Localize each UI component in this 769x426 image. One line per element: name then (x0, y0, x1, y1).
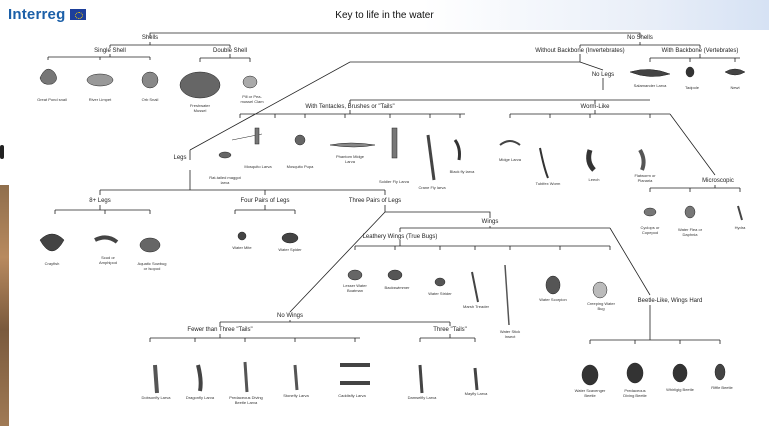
caption-great-pond-snail: Great Pond snail (37, 98, 67, 103)
caption-diving-beetle-larva: Predaceous Diving Beetle Larva (228, 396, 264, 405)
caption-caddisfly: Caddisfly Larva (337, 394, 367, 399)
caption-crayfish: Crayfish (38, 262, 66, 267)
caption-crane-fly: Crane Fly larva (417, 186, 447, 191)
caption-backswimmer: Backswimmer (380, 286, 414, 291)
caption-mosquito-larva: Mosquito Larva (243, 165, 273, 170)
caption-stonefly: Stonefly Larva (281, 394, 311, 399)
caption-water-scavenger: Water Scavenger Beetle (574, 389, 606, 398)
caption-water-mite: Water Mite (227, 246, 257, 251)
caption-marsh-treader: Marsh Treader (462, 305, 490, 310)
caption-phantom-midge: Phantom Midge Larva (332, 155, 368, 164)
caption-whirligig: Whirligig Beetle (665, 388, 695, 393)
caption-pea-clam: Pill or Pea-mussel Clam (236, 95, 268, 104)
caption-dragonfly: Dragonfly Larva (185, 396, 215, 401)
caption-riffle-beetle: Riffle Beetle (709, 386, 735, 391)
caption-hydra: Hydra (730, 226, 750, 231)
caption-soldier-fly: Soldier Fly Larva (379, 180, 409, 185)
caption-predaceous-beetle: Predaceous Diving Beetle (619, 389, 651, 398)
caption-tadpole: Tadpole (678, 86, 706, 91)
caption-water-stick: Water Stick Insect (495, 330, 525, 339)
caption-tubifex: Tubifex Worm (535, 182, 561, 187)
caption-creeping-water-bug: Creeping Water Bug (585, 302, 617, 311)
caption-water-flea: Water Flea or Daphnia (675, 228, 705, 237)
caption-damselfly: Damselfly Larva (407, 396, 437, 401)
caption-newt: Newt (722, 86, 748, 91)
caption-black-fly: Black fly larva (447, 170, 477, 175)
caption-midge-larva: Midge Larva (495, 158, 525, 163)
caption-river-limpet: River Limpet (85, 98, 115, 103)
caption-mayfly: Mayfly Larva (462, 392, 490, 397)
caption-dobsonfly: Dobsonfly Larva (141, 396, 171, 401)
caption-rat-tailed-maggot: Rat-tailed maggot larva (207, 176, 243, 185)
caption-scud: Scud or Amphipod (93, 256, 123, 265)
caption-water-boatman: Lesser Water Boatman (340, 284, 370, 293)
caption-water-spider: Water Spider (275, 248, 305, 253)
caption-mosquito-pupa: Mosquito Pupa (285, 165, 315, 170)
caption-cyclops: Cyclops or Copepod (635, 226, 665, 235)
caption-aquatic-sowbug: Aquatic Sowbug or Isopod (136, 262, 168, 271)
caption-leech: Leech (582, 178, 606, 183)
caption-salamander-larva: Salamander Larva (632, 84, 668, 89)
caption-freshwater-mussel: Freshwater Mussel (184, 104, 216, 113)
caption-water-scorpion: Water Scorpion (538, 298, 568, 303)
caption-water-strider: Water Strider (426, 292, 454, 297)
caption-flatworm: Flatworm or Planaria (630, 174, 660, 183)
caption-orb-snail: Orb Snail (135, 98, 165, 103)
